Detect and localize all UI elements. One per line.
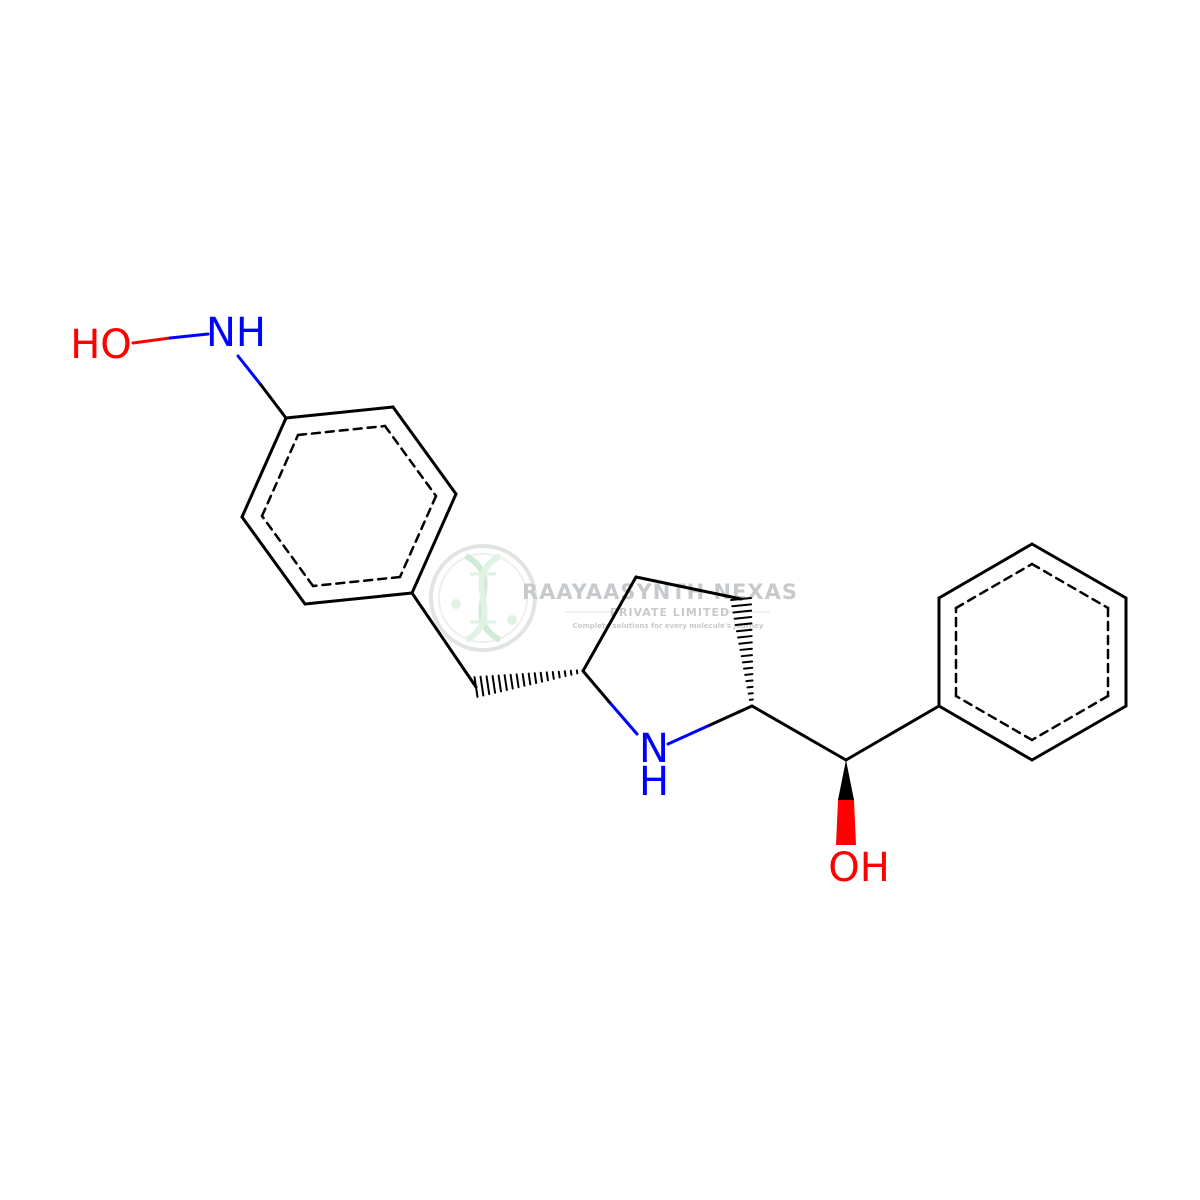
bond-o-n-oxygen-half (131, 336, 172, 345)
hash-line (551, 670, 555, 680)
hash-line (738, 641, 753, 645)
watermark-logo (429, 544, 537, 652)
hash-line (521, 672, 526, 687)
bond-ring-carbinol (750, 704, 848, 762)
hash-line (545, 671, 549, 682)
hash-line (737, 635, 753, 639)
hash-line (742, 666, 754, 670)
hash-line (741, 660, 754, 664)
hash-line (497, 674, 502, 693)
hash-line (491, 674, 497, 694)
atom-label-hydroxylamine-n: NH (206, 310, 266, 356)
hash-line (473, 676, 479, 698)
hash-line (557, 670, 561, 679)
hash-line (509, 673, 514, 690)
hash-line (533, 672, 538, 685)
bond-n-aryl-carbon-half (259, 383, 288, 420)
hash-line (563, 670, 567, 678)
pyrrolidine-ring (581, 575, 754, 746)
bond-hashed-wedge-2 (730, 596, 754, 708)
atom-label-pyrrolidine-n: N (639, 726, 669, 772)
atom-label-hydroxylamine-o: HO (70, 322, 132, 368)
bond-hashed-wedge-1 (473, 669, 585, 698)
hash-line (731, 603, 753, 608)
atom-labels: HO NH N H OH (70, 310, 890, 891)
hash-line (515, 673, 520, 689)
bond-n-aryl-nitrogen-half (236, 354, 263, 387)
atom-label-alcohol-oh: OH (828, 845, 890, 891)
watermark: RAAYAASYNTH NEXAS PRIVATE LIMITED Comple… (429, 544, 798, 652)
hash-line (485, 675, 491, 696)
atom-label-pyrrolidine-nh: H (639, 759, 669, 805)
hash-line (744, 673, 754, 676)
hash-line (746, 685, 754, 689)
watermark-subtitle: PRIVATE LIMITED (610, 606, 730, 619)
watermark-title: RAAYAASYNTH NEXAS (522, 580, 798, 604)
bond-solid-wedge (836, 760, 856, 845)
hash-line (730, 596, 752, 602)
hash-line (745, 679, 754, 683)
bond-o-n-nitrogen-half (168, 332, 210, 340)
hash-line (503, 674, 508, 691)
hash-line (479, 675, 485, 697)
hash-line (739, 647, 753, 651)
watermark-tagline: Complete solutions for every molecule's … (573, 622, 764, 630)
hash-line (569, 669, 573, 676)
hash-line (732, 609, 753, 614)
hash-line (527, 672, 532, 686)
hash-line (734, 622, 753, 626)
benzene-ring-1 (240, 405, 458, 606)
hash-line (740, 654, 754, 658)
bond-carbinol-phenyl (844, 704, 941, 762)
hash-line (735, 628, 753, 633)
benzene-ring-2 (937, 542, 1128, 762)
bond-aryl-ch2 (410, 591, 478, 689)
bonds (131, 332, 1128, 762)
hash-line (733, 616, 753, 620)
hash-line (539, 671, 544, 683)
